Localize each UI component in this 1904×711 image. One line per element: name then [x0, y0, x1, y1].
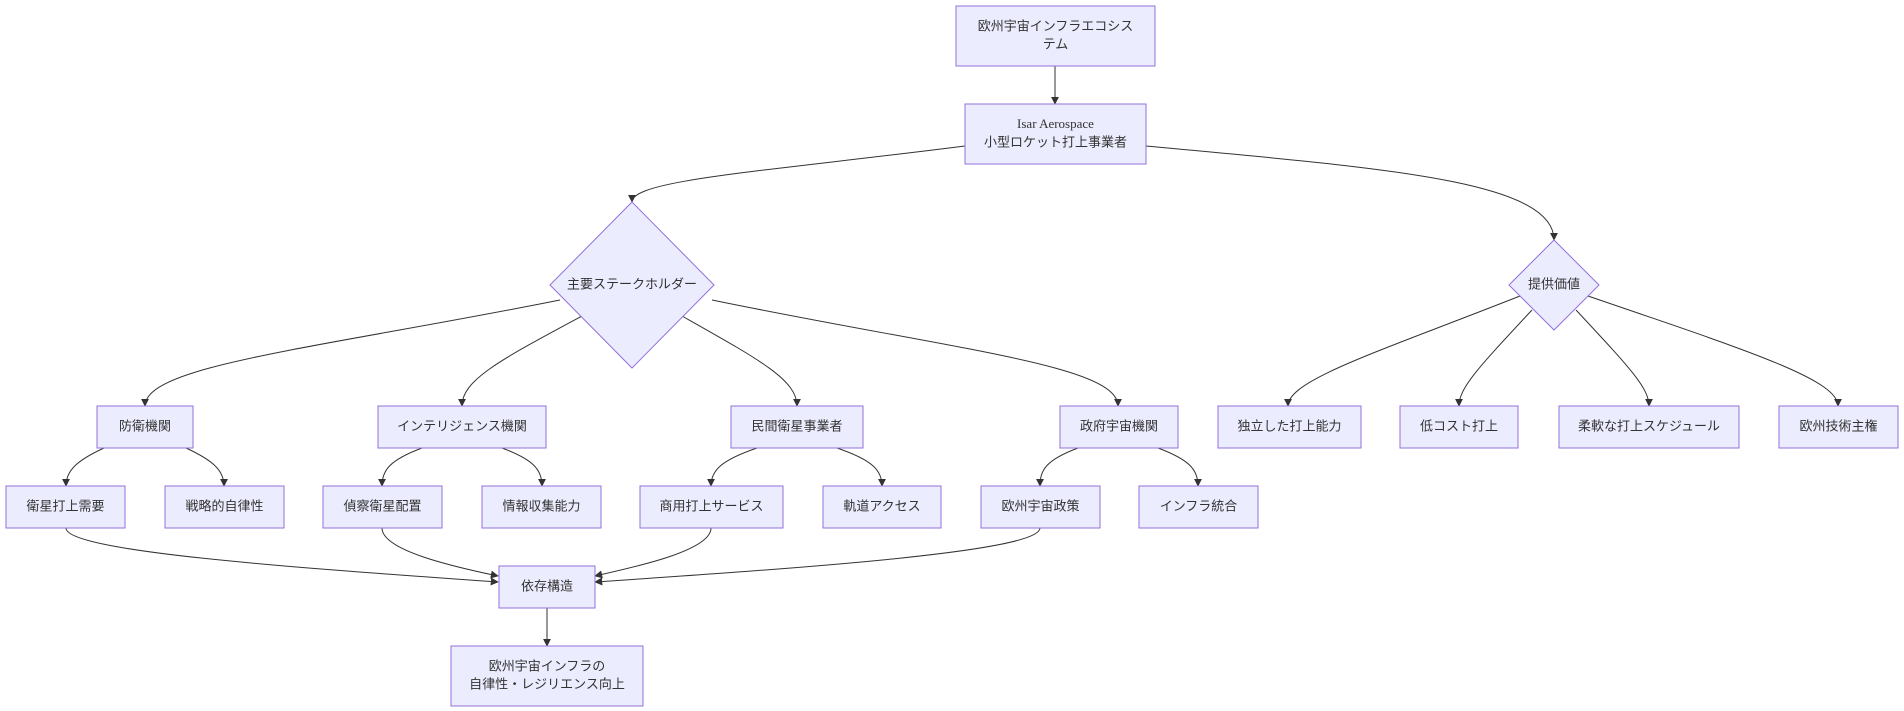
- node-satellite-demand-label: 衛星打上需要: [26, 500, 104, 515]
- node-commercial-label: 民間衛星事業者: [751, 419, 842, 435]
- node-dependency-label: 依存構造: [521, 580, 573, 595]
- node-intel-label: インテリジェンス機関: [397, 420, 527, 435]
- node-resilience-line1: 欧州宇宙インフラの: [489, 660, 606, 675]
- edge-defense-autonomy: [185, 447, 228, 487]
- node-value: 提供価値: [1508, 239, 1600, 331]
- edge-value-independent: [1284, 295, 1521, 407]
- node-eu-policy: 欧州宇宙政策: [980, 485, 1101, 529]
- node-independent-launch: 独立した打上能力: [1217, 405, 1362, 449]
- node-government-label: 政府宇宙機関: [1080, 420, 1158, 435]
- node-dependency: 依存構造: [498, 565, 596, 609]
- node-stakeholders: 主要ステークホルダー: [549, 201, 715, 369]
- node-infra-integration: インフラ統合: [1138, 485, 1259, 529]
- edge-policy-dependency: [594, 527, 1041, 586]
- node-strategic-autonomy-label: 戦略的自律性: [185, 499, 263, 515]
- edge-isar-value: [1145, 145, 1558, 241]
- node-government: 政府宇宙機関: [1059, 405, 1179, 449]
- edge-stakeholders-commercial: [681, 315, 801, 407]
- node-eu-policy-label: 欧州宇宙政策: [1001, 499, 1079, 515]
- node-infra-integration-label: インフラ統合: [1160, 500, 1238, 515]
- node-tech-sovereignty-label: 欧州技術主権: [1799, 419, 1877, 435]
- nodes: 欧州宇宙インフラエコシス テム Isar Aerospace 小型ロケット打上事…: [5, 5, 1899, 707]
- node-orbit-access-label: 軌道アクセス: [843, 499, 920, 515]
- node-orbit-access: 軌道アクセス: [822, 485, 942, 529]
- node-ecosystem-line2: テム: [1043, 38, 1069, 53]
- node-low-cost-label: 低コスト打上: [1420, 420, 1498, 435]
- edge-value-flexible: [1575, 309, 1653, 407]
- edge-government-integration: [1157, 447, 1202, 487]
- node-intel: インテリジェンス機関: [377, 405, 547, 449]
- node-defense-label: 防衛機関: [119, 419, 171, 435]
- edge-intel-recon: [378, 447, 423, 487]
- node-defense: 防衛機関: [96, 405, 194, 449]
- node-strategic-autonomy: 戦略的自律性: [164, 485, 285, 529]
- node-ecosystem-line1: 欧州宇宙インフラエコシス: [978, 20, 1134, 35]
- edge-isar-stakeholders: [628, 145, 966, 203]
- node-commercial: 民間衛星事業者: [730, 405, 864, 449]
- node-low-cost: 低コスト打上: [1399, 405, 1519, 449]
- node-recon-deploy-label: 偵察衛星配置: [343, 500, 421, 515]
- node-resilience: 欧州宇宙インフラの 自律性・レジリエンス向上: [450, 645, 644, 707]
- node-independent-launch-label: 独立した打上能力: [1237, 420, 1341, 435]
- node-tech-sovereignty: 欧州技術主権: [1778, 405, 1899, 449]
- node-ecosystem: 欧州宇宙インフラエコシス テム: [955, 5, 1156, 67]
- edge-stakeholders-government: [711, 299, 1122, 407]
- edges: [62, 66, 1842, 647]
- edge-intel-collection: [501, 447, 546, 487]
- edge-value-lowcost: [1455, 309, 1533, 407]
- node-stakeholders-label: 主要ステークホルダー: [567, 278, 697, 293]
- edge-value-sovereignty: [1587, 295, 1842, 407]
- edge-demand-dependency: [65, 527, 499, 586]
- node-isar: Isar Aerospace 小型ロケット打上事業者: [964, 103, 1147, 165]
- node-isar-line2: 小型ロケット打上事業者: [984, 135, 1127, 151]
- node-value-label: 提供価値: [1528, 277, 1580, 293]
- edge-government-policy: [1036, 447, 1079, 487]
- edge-defense-demand: [62, 447, 105, 487]
- edge-stakeholders-intel: [458, 315, 583, 407]
- node-flexible-schedule-label: 柔軟な打上スケジュール: [1578, 419, 1720, 435]
- node-intel-collection: 情報収集能力: [481, 485, 602, 529]
- edge-stakeholders-defense: [141, 299, 561, 407]
- node-isar-line1: Isar Aerospace: [1017, 116, 1094, 131]
- edge-recon-dependency: [381, 527, 499, 579]
- node-resilience-line2: 自律性・レジリエンス向上: [469, 677, 625, 693]
- node-commercial-launch-label: 商用打上サービス: [659, 500, 763, 515]
- node-intel-collection-label: 情報収集能力: [502, 499, 580, 515]
- node-satellite-demand: 衛星打上需要: [5, 485, 126, 529]
- node-recon-deploy: 偵察衛星配置: [322, 485, 443, 529]
- node-commercial-launch: 商用打上サービス: [639, 485, 784, 529]
- node-flexible-schedule: 柔軟な打上スケジュール: [1558, 405, 1740, 449]
- edge-commercial-orbit: [836, 447, 886, 487]
- edge-launch-dependency: [594, 527, 712, 579]
- edge-commercial-launch: [707, 447, 758, 487]
